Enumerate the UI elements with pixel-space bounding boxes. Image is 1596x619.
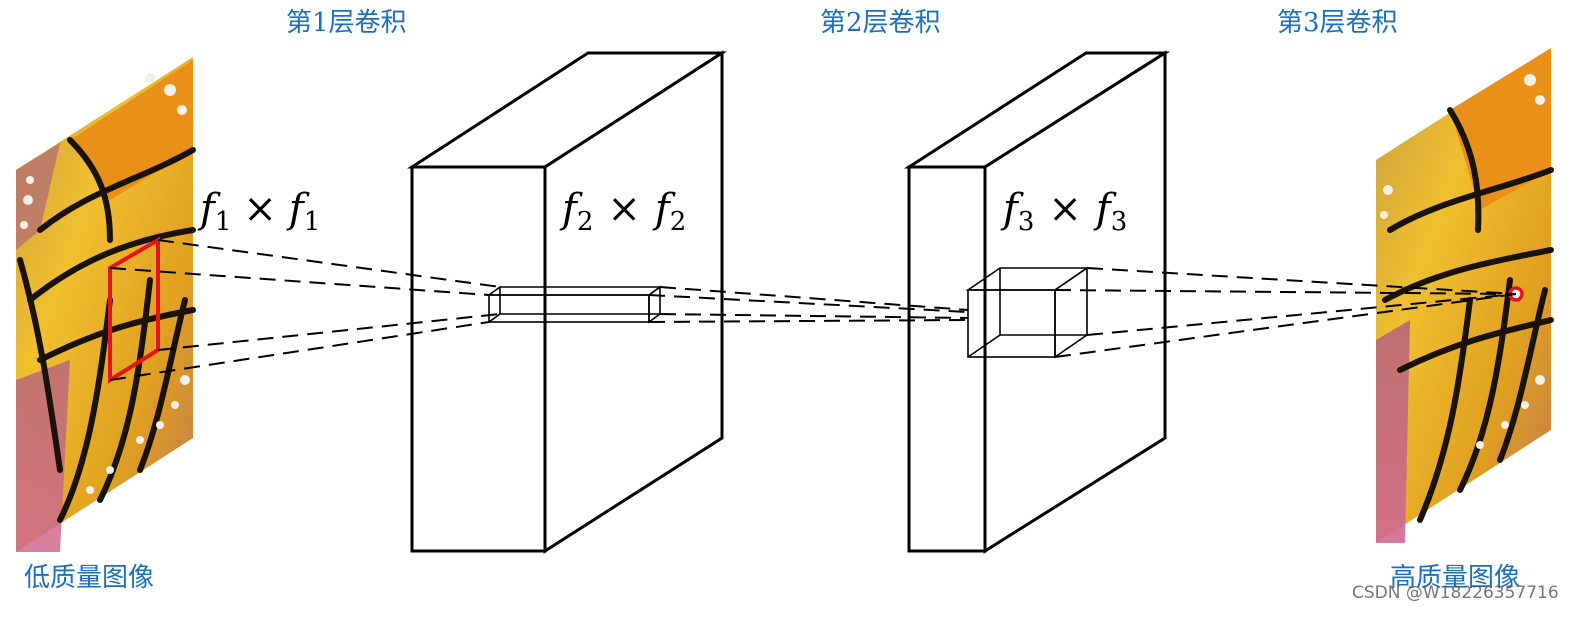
wing-spots	[20, 73, 190, 494]
high-quality-image	[1376, 48, 1554, 543]
conv1-label: 第1层卷积	[286, 8, 407, 38]
conv2-patch-cube	[965, 266, 1090, 359]
high-quality-label: 高质量图像	[1390, 563, 1520, 593]
conv1-feature-maps	[406, 50, 728, 554]
low-quality-label: 低质量图像	[24, 563, 154, 593]
kernel-label-1: f1×f1	[197, 186, 320, 237]
conv2-feature-maps	[903, 50, 1171, 554]
conv3-label: 第3层卷积	[1277, 8, 1398, 38]
projection-lines	[109, 239, 1517, 381]
low-quality-image	[16, 57, 196, 552]
conv2-label: 第2层卷积	[820, 8, 941, 38]
watermark: CSDN @W18226357716	[1352, 583, 1559, 603]
